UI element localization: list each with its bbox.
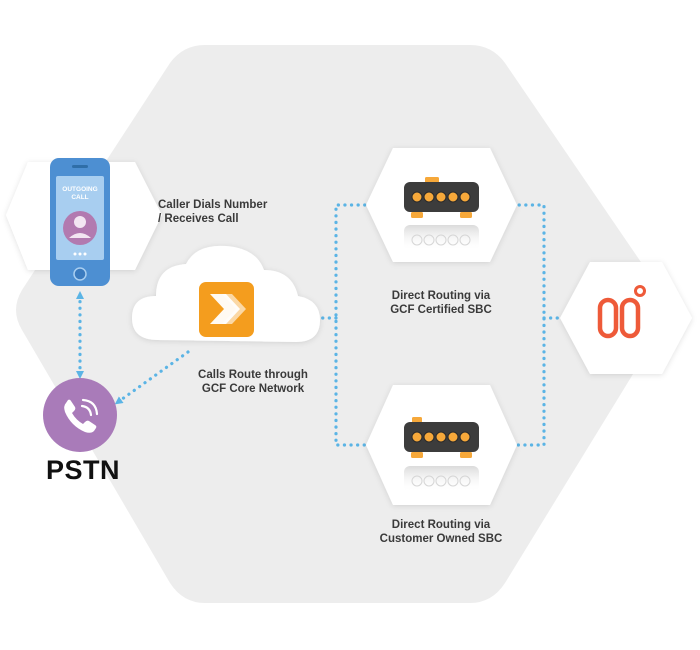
genesys-logo-icon bbox=[597, 285, 646, 339]
core-network-node bbox=[132, 245, 320, 342]
sbc-customer-label: Direct Routing via Customer Owned SBC bbox=[366, 518, 516, 546]
pstn-label: PSTN bbox=[45, 455, 120, 485]
sbc-device-icon bbox=[404, 417, 479, 492]
sbc-certified-label: Direct Routing via GCF Certified SBC bbox=[371, 289, 511, 317]
destination-node bbox=[560, 262, 692, 374]
sbc-certified-node bbox=[366, 148, 517, 262]
phone-node: OUTGOING CALL bbox=[6, 158, 162, 286]
sbc-device-icon bbox=[404, 177, 479, 251]
handset-icon bbox=[64, 398, 99, 433]
caller-label-line1: Caller Dials Number bbox=[158, 199, 268, 211]
pstn-node bbox=[43, 378, 117, 452]
caller-label-line2: / Receives Call bbox=[158, 213, 239, 225]
core-label-line2: GCF Core Network bbox=[201, 383, 305, 395]
sbc-customer-line1: Direct Routing via bbox=[391, 519, 491, 531]
core-network-label: Calls Route through GCF Core Network bbox=[183, 368, 323, 396]
smartphone-icon: OUTGOING CALL bbox=[50, 158, 110, 286]
core-pstn-connector bbox=[114, 350, 190, 405]
phone-screen-line2: CALL bbox=[71, 194, 88, 201]
caller-label: Caller Dials Number / Receives Call bbox=[158, 198, 267, 226]
sbc-certified-line1: Direct Routing via bbox=[391, 290, 491, 302]
sbc-customer-node bbox=[366, 385, 517, 505]
phone-screen-line1: OUTGOING bbox=[62, 186, 97, 193]
sbc-customer-line2: Customer Owned SBC bbox=[379, 533, 503, 545]
sbc-certified-line2: GCF Certified SBC bbox=[390, 304, 492, 316]
core-sbc-connector bbox=[334, 201, 382, 449]
gcf-logo-icon bbox=[199, 282, 254, 337]
core-label-line1: Calls Route through bbox=[198, 369, 308, 381]
sbc-destination-connector bbox=[502, 201, 546, 449]
